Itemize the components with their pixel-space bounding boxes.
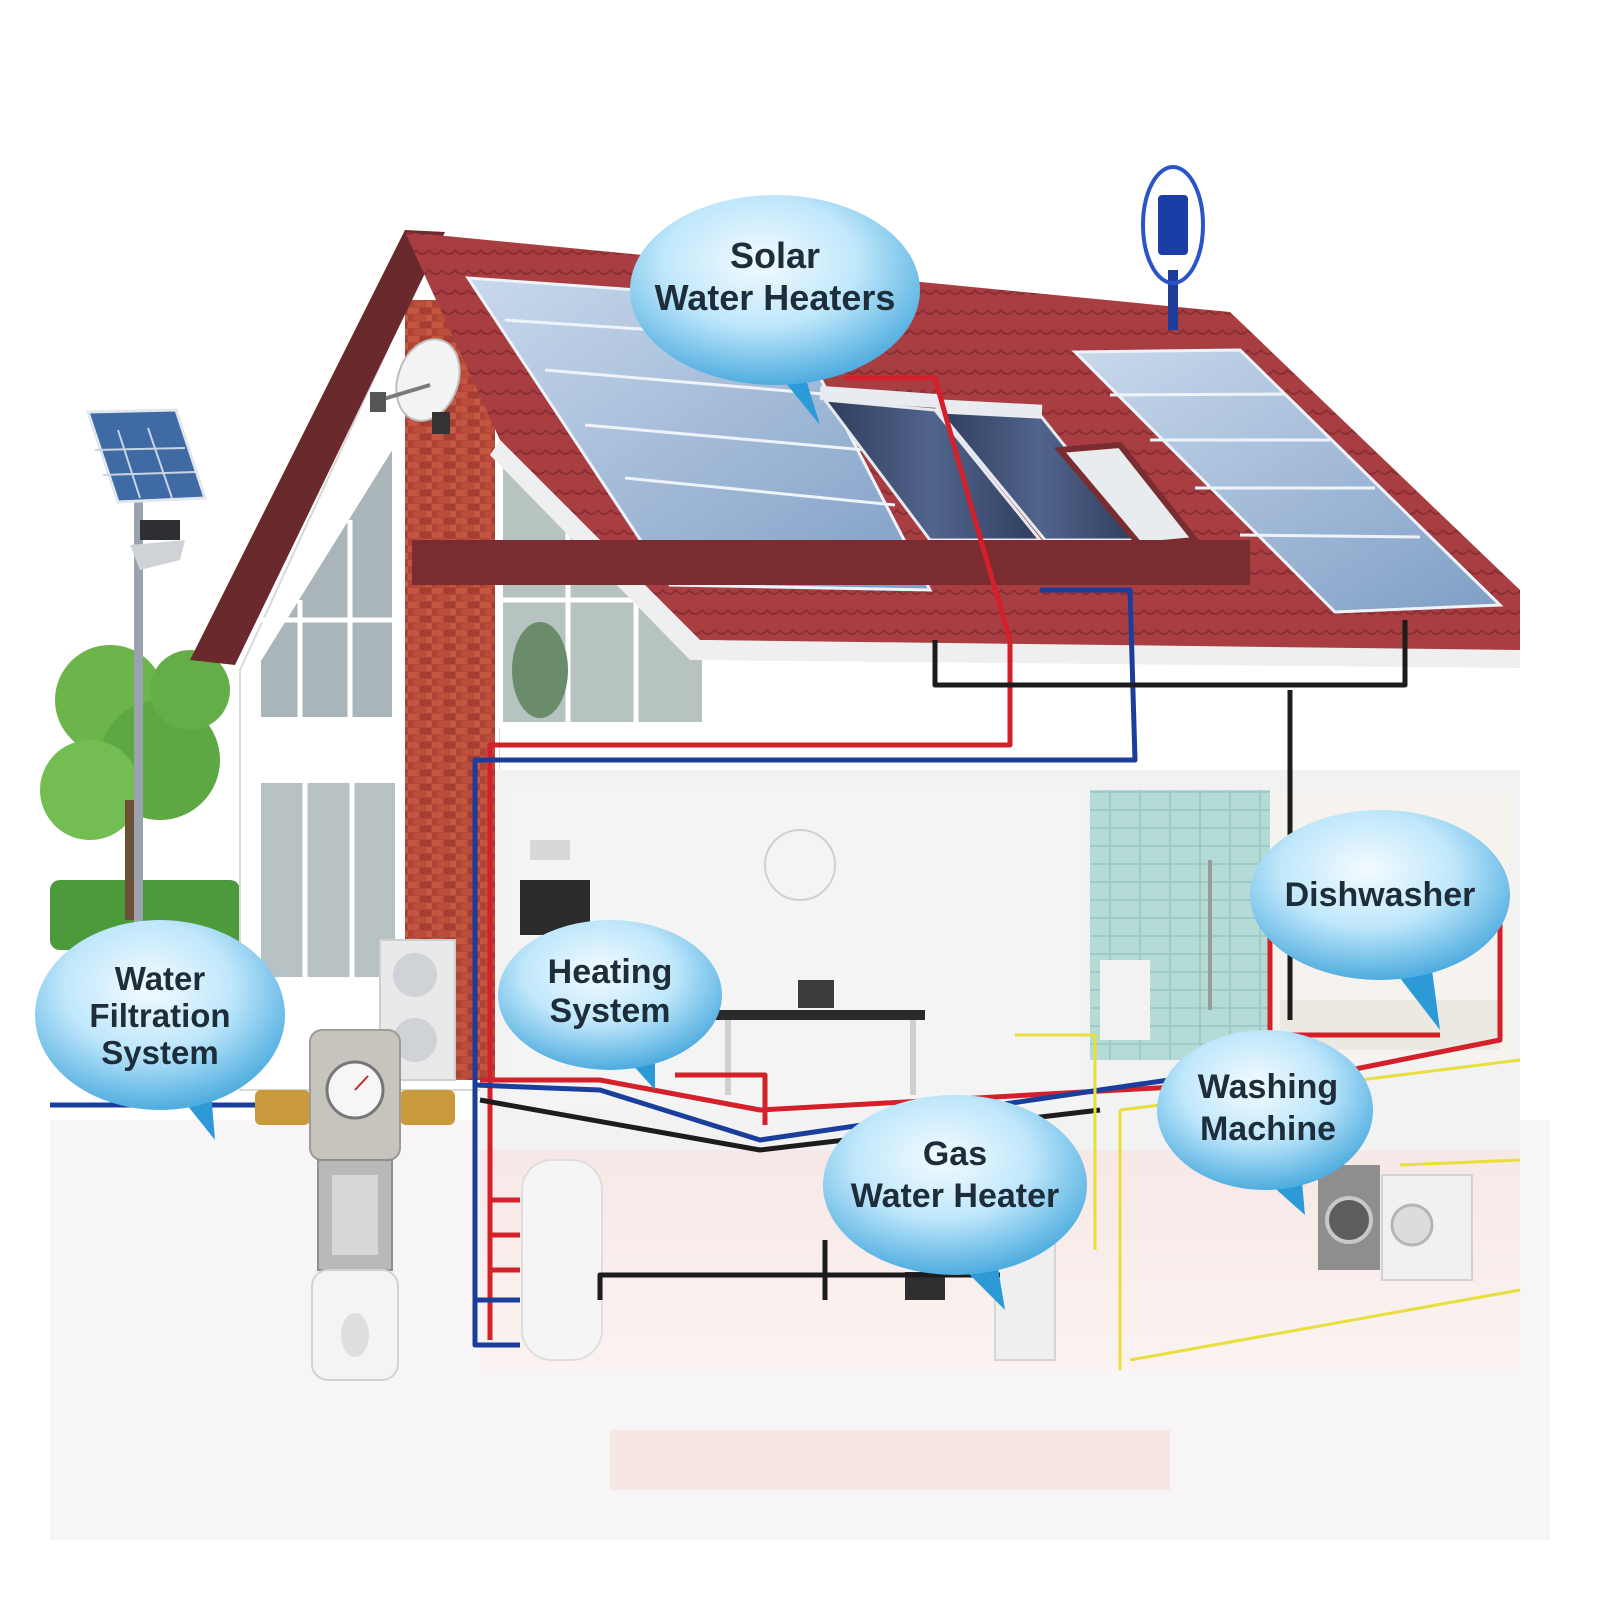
callout-washing-line2: Machine <box>1200 1110 1336 1148</box>
solar-thermal-collectors <box>819 385 1144 542</box>
satellite-dish <box>370 338 461 434</box>
callout-dishwasher-line1: Dishwasher <box>1285 876 1476 914</box>
callout-water-filtration-system: Water Filtration System <box>35 920 285 1140</box>
floor-reflection <box>610 1430 1170 1490</box>
callout-washing-line1: Washing <box>1198 1068 1338 1106</box>
callout-heating-line1: Heating <box>548 953 673 991</box>
gable-windows <box>255 429 401 983</box>
callout-gas-line1: Gas <box>923 1135 987 1173</box>
water-filter-device <box>255 1029 455 1381</box>
hot-water-tank <box>521 1159 603 1361</box>
callout-solar-line2: Water Heaters <box>655 277 896 318</box>
roof-pv-panels-right <box>1071 348 1504 614</box>
bathroom <box>1090 790 1270 1060</box>
callout-gas-line2: Water Heater <box>851 1177 1059 1215</box>
callout-filtration-line2: Filtration <box>89 997 230 1034</box>
roof-pv-panels-left <box>465 276 933 592</box>
callout-dishwasher: Dishwasher <box>1250 810 1510 1030</box>
callout-heating-line2: System <box>550 992 671 1030</box>
callout-filtration-line3: System <box>101 1034 218 1071</box>
maroon-banner <box>412 540 1250 585</box>
callout-solar-line1: Solar <box>730 235 820 276</box>
washing-machines <box>1318 1165 1473 1281</box>
callout-solar-water-heaters: Solar Water Heaters <box>630 195 920 425</box>
callout-washing-machine: Washing Machine <box>1157 1030 1373 1215</box>
wind-turbine <box>1141 165 1205 330</box>
callout-filtration-line1: Water <box>115 960 206 997</box>
solar-street-lamp <box>85 408 208 970</box>
callout-heating-system: Heating System <box>498 920 722 1090</box>
callout-gas-water-heater: Gas Water Heater <box>823 1095 1087 1310</box>
roof-left-edge <box>190 230 445 665</box>
